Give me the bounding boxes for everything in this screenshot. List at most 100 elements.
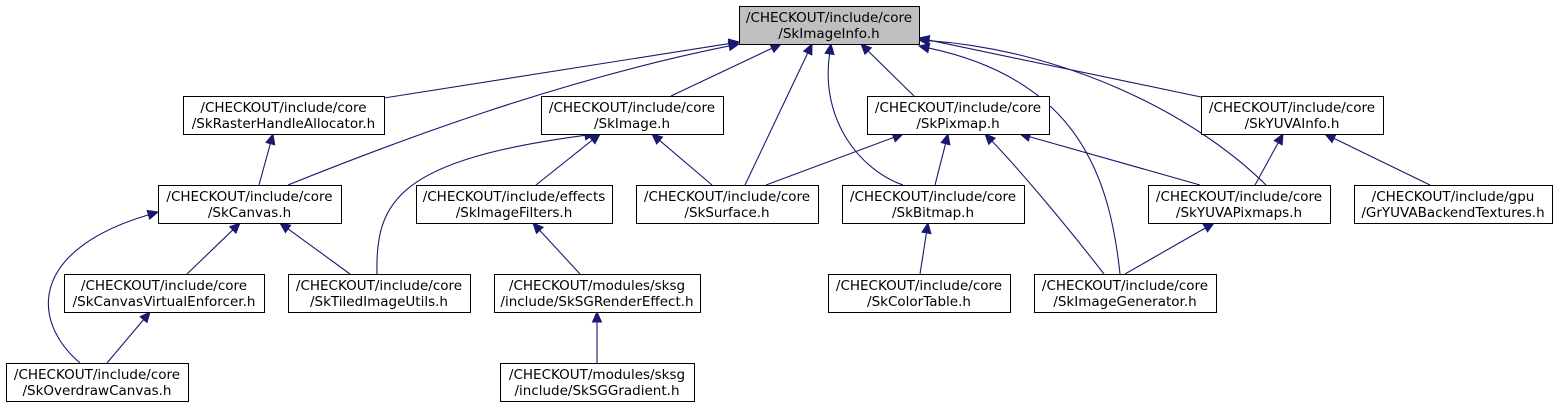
edge-line (928, 39, 1202, 98)
edge-image-to-root-arrowhead (769, 43, 783, 54)
edge-canvas-to-rasterhandle-arrowhead (265, 132, 276, 146)
edge-line (765, 136, 894, 186)
edge-line (535, 139, 593, 186)
node-yuvapixmaps[interactable]: /CHECKOUT/include/core/SkYUVAPixmaps.h (1148, 185, 1331, 224)
node-label-line-2: /SkImageFilters.h (456, 205, 573, 221)
edge-surface-to-root (744, 42, 813, 186)
node-label-line-2: /SkRasterHandleAllocator.h (192, 116, 375, 132)
edge-imagegenerator-to-root (917, 43, 1121, 275)
node-label-line-1: /CHECKOUT/include/core (1209, 100, 1375, 116)
edge-imagegenerator-to-yuvapixmaps-arrowhead (1202, 222, 1216, 233)
node-box (828, 274, 1011, 313)
edge-line (867, 50, 915, 97)
node-box (1201, 96, 1384, 135)
edge-imagefilters-to-image-arrowhead (588, 133, 601, 145)
node-box (494, 274, 701, 313)
node-box (183, 96, 385, 135)
node-label-line-2: /include/SkSGGradient.h (514, 383, 679, 399)
edge-imagegenerator-to-yuvapixmaps (1124, 222, 1216, 275)
node-label-line-1: /CHECKOUT/include/core (14, 367, 180, 383)
edge-line (934, 143, 947, 186)
edge-overdraw-to-canvas-arrowhead (146, 209, 160, 221)
node-image[interactable]: /CHECKOUT/include/core/SkImage.h (541, 96, 724, 135)
node-root[interactable]: /CHECKOUT/include/core/SkImageInfo.h (739, 6, 920, 45)
node-label-line-2: /SkBitmap.h (892, 205, 974, 221)
node-box (158, 185, 342, 224)
node-rasterhandle[interactable]: /CHECKOUT/include/core/SkRasterHandleAll… (183, 96, 385, 135)
node-label-line-1: /CHECKOUT/include/core (166, 189, 332, 205)
edge-tiledimage-to-canvas (279, 222, 351, 275)
node-label-line-2: /SkYUVAPixmaps.h (1176, 205, 1302, 221)
edge-yuvainfo-to-root-arrowhead (917, 34, 931, 46)
node-label-line-2: /SkImage.h (594, 116, 670, 132)
node-label-line-2: /SkOverdrawCanvas.h (22, 383, 171, 399)
node-box (1034, 274, 1217, 313)
edge-canvas-to-root (287, 40, 741, 186)
edge-yuvapixmaps-to-yuvainfo-arrowhead (1273, 132, 1284, 146)
edge-canvasvirtual-to-canvas-arrowhead (228, 222, 241, 235)
node-sggradient[interactable]: /CHECKOUT/modules/sksg/include/SkSGGradi… (500, 363, 695, 402)
node-tiledimage[interactable]: /CHECKOUT/include/core/SkTiledImageUtils… (288, 274, 471, 313)
node-canvasvirtual[interactable]: /CHECKOUT/include/core/SkCanvasVirtualEn… (64, 274, 265, 313)
node-box (867, 96, 1050, 135)
edge-yuvapixmaps-to-pixmap (1018, 131, 1201, 186)
node-yuvainfo[interactable]: /CHECKOUT/include/core/SkYUVAInfo.h (1201, 96, 1384, 135)
node-label-line-1: /CHECKOUT/include/core (644, 189, 810, 205)
edge-line (827, 53, 904, 186)
edge-gryuva-to-yuvainfo (1323, 133, 1431, 186)
edge-line (659, 140, 713, 186)
node-colortable[interactable]: /CHECKOUT/include/core/SkColorTable.h (828, 274, 1011, 313)
edge-line (1029, 136, 1201, 186)
edge-surface-to-root-arrowhead (802, 42, 813, 56)
node-overdraw[interactable]: /CHECKOUT/include/core/SkOverdrawCanvas.… (6, 363, 189, 402)
node-box (1354, 185, 1553, 224)
node-label-line-2: /SkTiledImageUtils.h (310, 294, 448, 310)
node-label-line-1: /CHECKOUT/modules/sksg (509, 367, 685, 383)
node-label-line-2: /SkImageGenerator.h (1053, 294, 1196, 310)
edge-line (670, 47, 773, 97)
edge-sgrendereffect-to-imagefilters-arrowhead (532, 222, 544, 235)
node-label-line-2: /SkCanvas.h (208, 205, 291, 221)
nodes-layer: /CHECKOUT/include/core/SkImageInfo.h/CHE… (6, 6, 1553, 402)
node-box (500, 363, 695, 402)
node-box (288, 274, 471, 313)
node-label-line-1: /CHECKOUT/include/core (1042, 278, 1208, 294)
node-surface[interactable]: /CHECKOUT/include/core/SkSurface.h (636, 185, 819, 224)
node-label-line-2: /include/SkSGRenderEffect.h (500, 294, 693, 310)
edge-imagegenerator-to-pixmap (984, 133, 1105, 275)
edge-colortable-to-bitmap-arrowhead (921, 221, 932, 235)
node-label-line-2: /SkPixmap.h (916, 116, 999, 132)
edge-bitmap-to-root (824, 42, 904, 186)
node-imagefilters[interactable]: /CHECKOUT/include/effects/SkImageFilters… (416, 185, 613, 224)
node-box (416, 185, 613, 224)
node-bitmap[interactable]: /CHECKOUT/include/core/SkBitmap.h (842, 185, 1025, 224)
node-label-line-1: /CHECKOUT/include/core (875, 100, 1041, 116)
node-label-line-1: /CHECKOUT/include/core (1156, 189, 1322, 205)
node-label-line-2: /SkColorTable.h (867, 294, 971, 310)
edge-canvas-to-root-arrowhead (727, 40, 741, 52)
edge-overdraw-to-canvasvirtual-arrowhead (139, 311, 151, 324)
node-gryuva[interactable]: /CHECKOUT/include/gpu/GrYUVABackendTextu… (1354, 185, 1553, 224)
edge-line (258, 143, 271, 186)
edge-line (539, 229, 581, 275)
node-sgrendereffect[interactable]: /CHECKOUT/modules/sksg/include/SkSGRende… (494, 274, 701, 313)
node-label-line-1: /CHECKOUT/include/core (746, 10, 912, 26)
edge-bitmap-to-root-arrowhead (824, 42, 835, 56)
node-pixmap[interactable]: /CHECKOUT/include/core/SkPixmap.h (867, 96, 1050, 135)
node-label-line-1: /CHECKOUT/include/core (81, 278, 247, 294)
node-label-line-1: /CHECKOUT/include/core (296, 278, 462, 294)
node-label-line-1: /CHECKOUT/include/core (836, 278, 1002, 294)
edge-line (106, 319, 144, 364)
node-canvas[interactable]: /CHECKOUT/include/core/SkCanvas.h (158, 185, 342, 224)
edge-imagegenerator-to-root-arrowhead (917, 43, 931, 54)
node-label-line-2: /GrYUVABackendTextures.h (1361, 205, 1544, 221)
edge-overdraw-to-canvas (47, 209, 160, 364)
node-label-line-1: /CHECKOUT/include/gpu (1372, 189, 1535, 205)
node-imagegenerator[interactable]: /CHECKOUT/include/core/SkImageGenerator.… (1034, 274, 1217, 313)
edge-canvasvirtual-to-canvas (186, 222, 241, 275)
node-label-line-2: /SkYUVAInfo.h (1245, 116, 1340, 132)
node-label-line-2: /SkImageInfo.h (778, 26, 879, 42)
edge-pixmap-to-root (860, 43, 915, 97)
edge-sggradient-to-sgrendereffect-arrowhead (591, 310, 603, 323)
